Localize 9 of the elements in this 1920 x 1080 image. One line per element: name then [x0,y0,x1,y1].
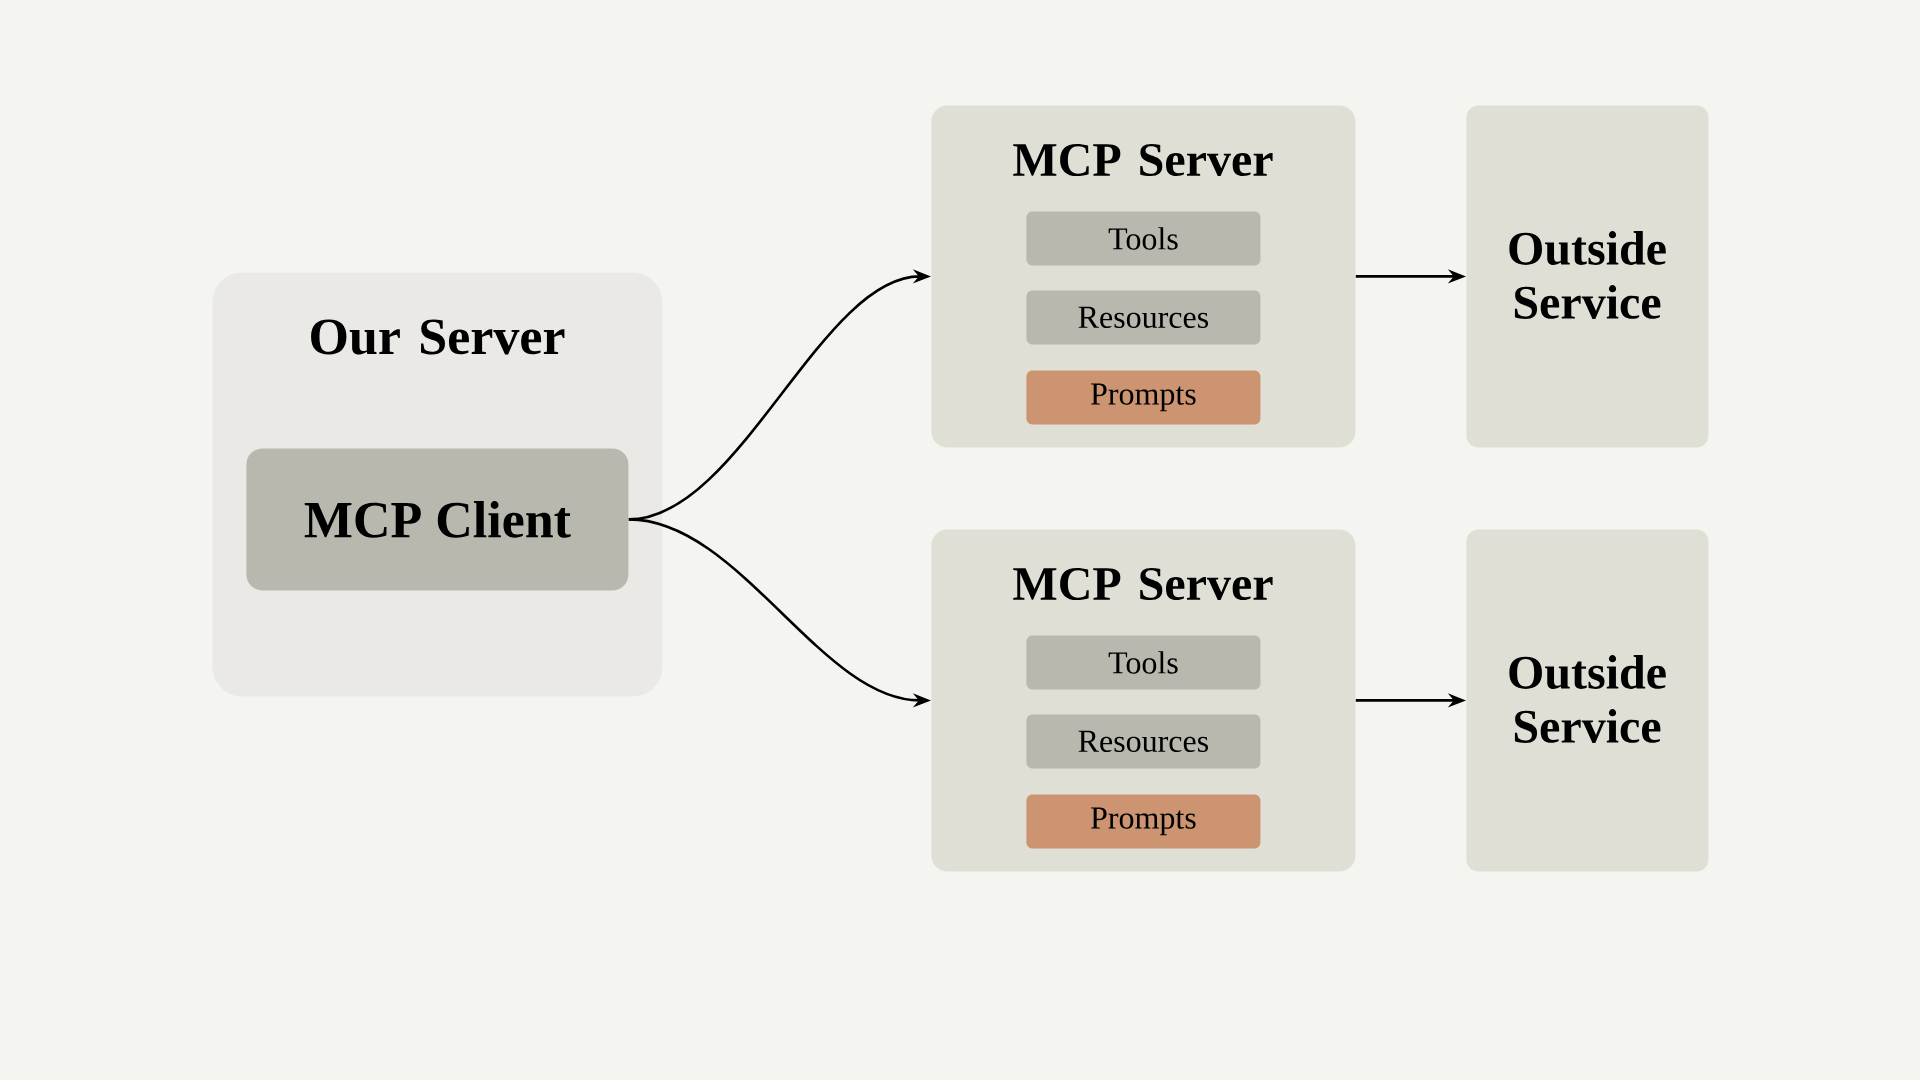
feature-box: Tools [1026,211,1261,266]
feature-box: Tools [1026,635,1261,690]
feature-box: Prompts [1026,370,1261,425]
client-box: MCP Client [246,448,629,591]
feature-box: Resources [1026,290,1261,345]
service-box: Outside Service [1466,105,1709,448]
feature-box: Prompts [1026,794,1261,849]
feature-box: Resources [1026,714,1261,769]
service-box: Outside Service [1466,529,1709,872]
